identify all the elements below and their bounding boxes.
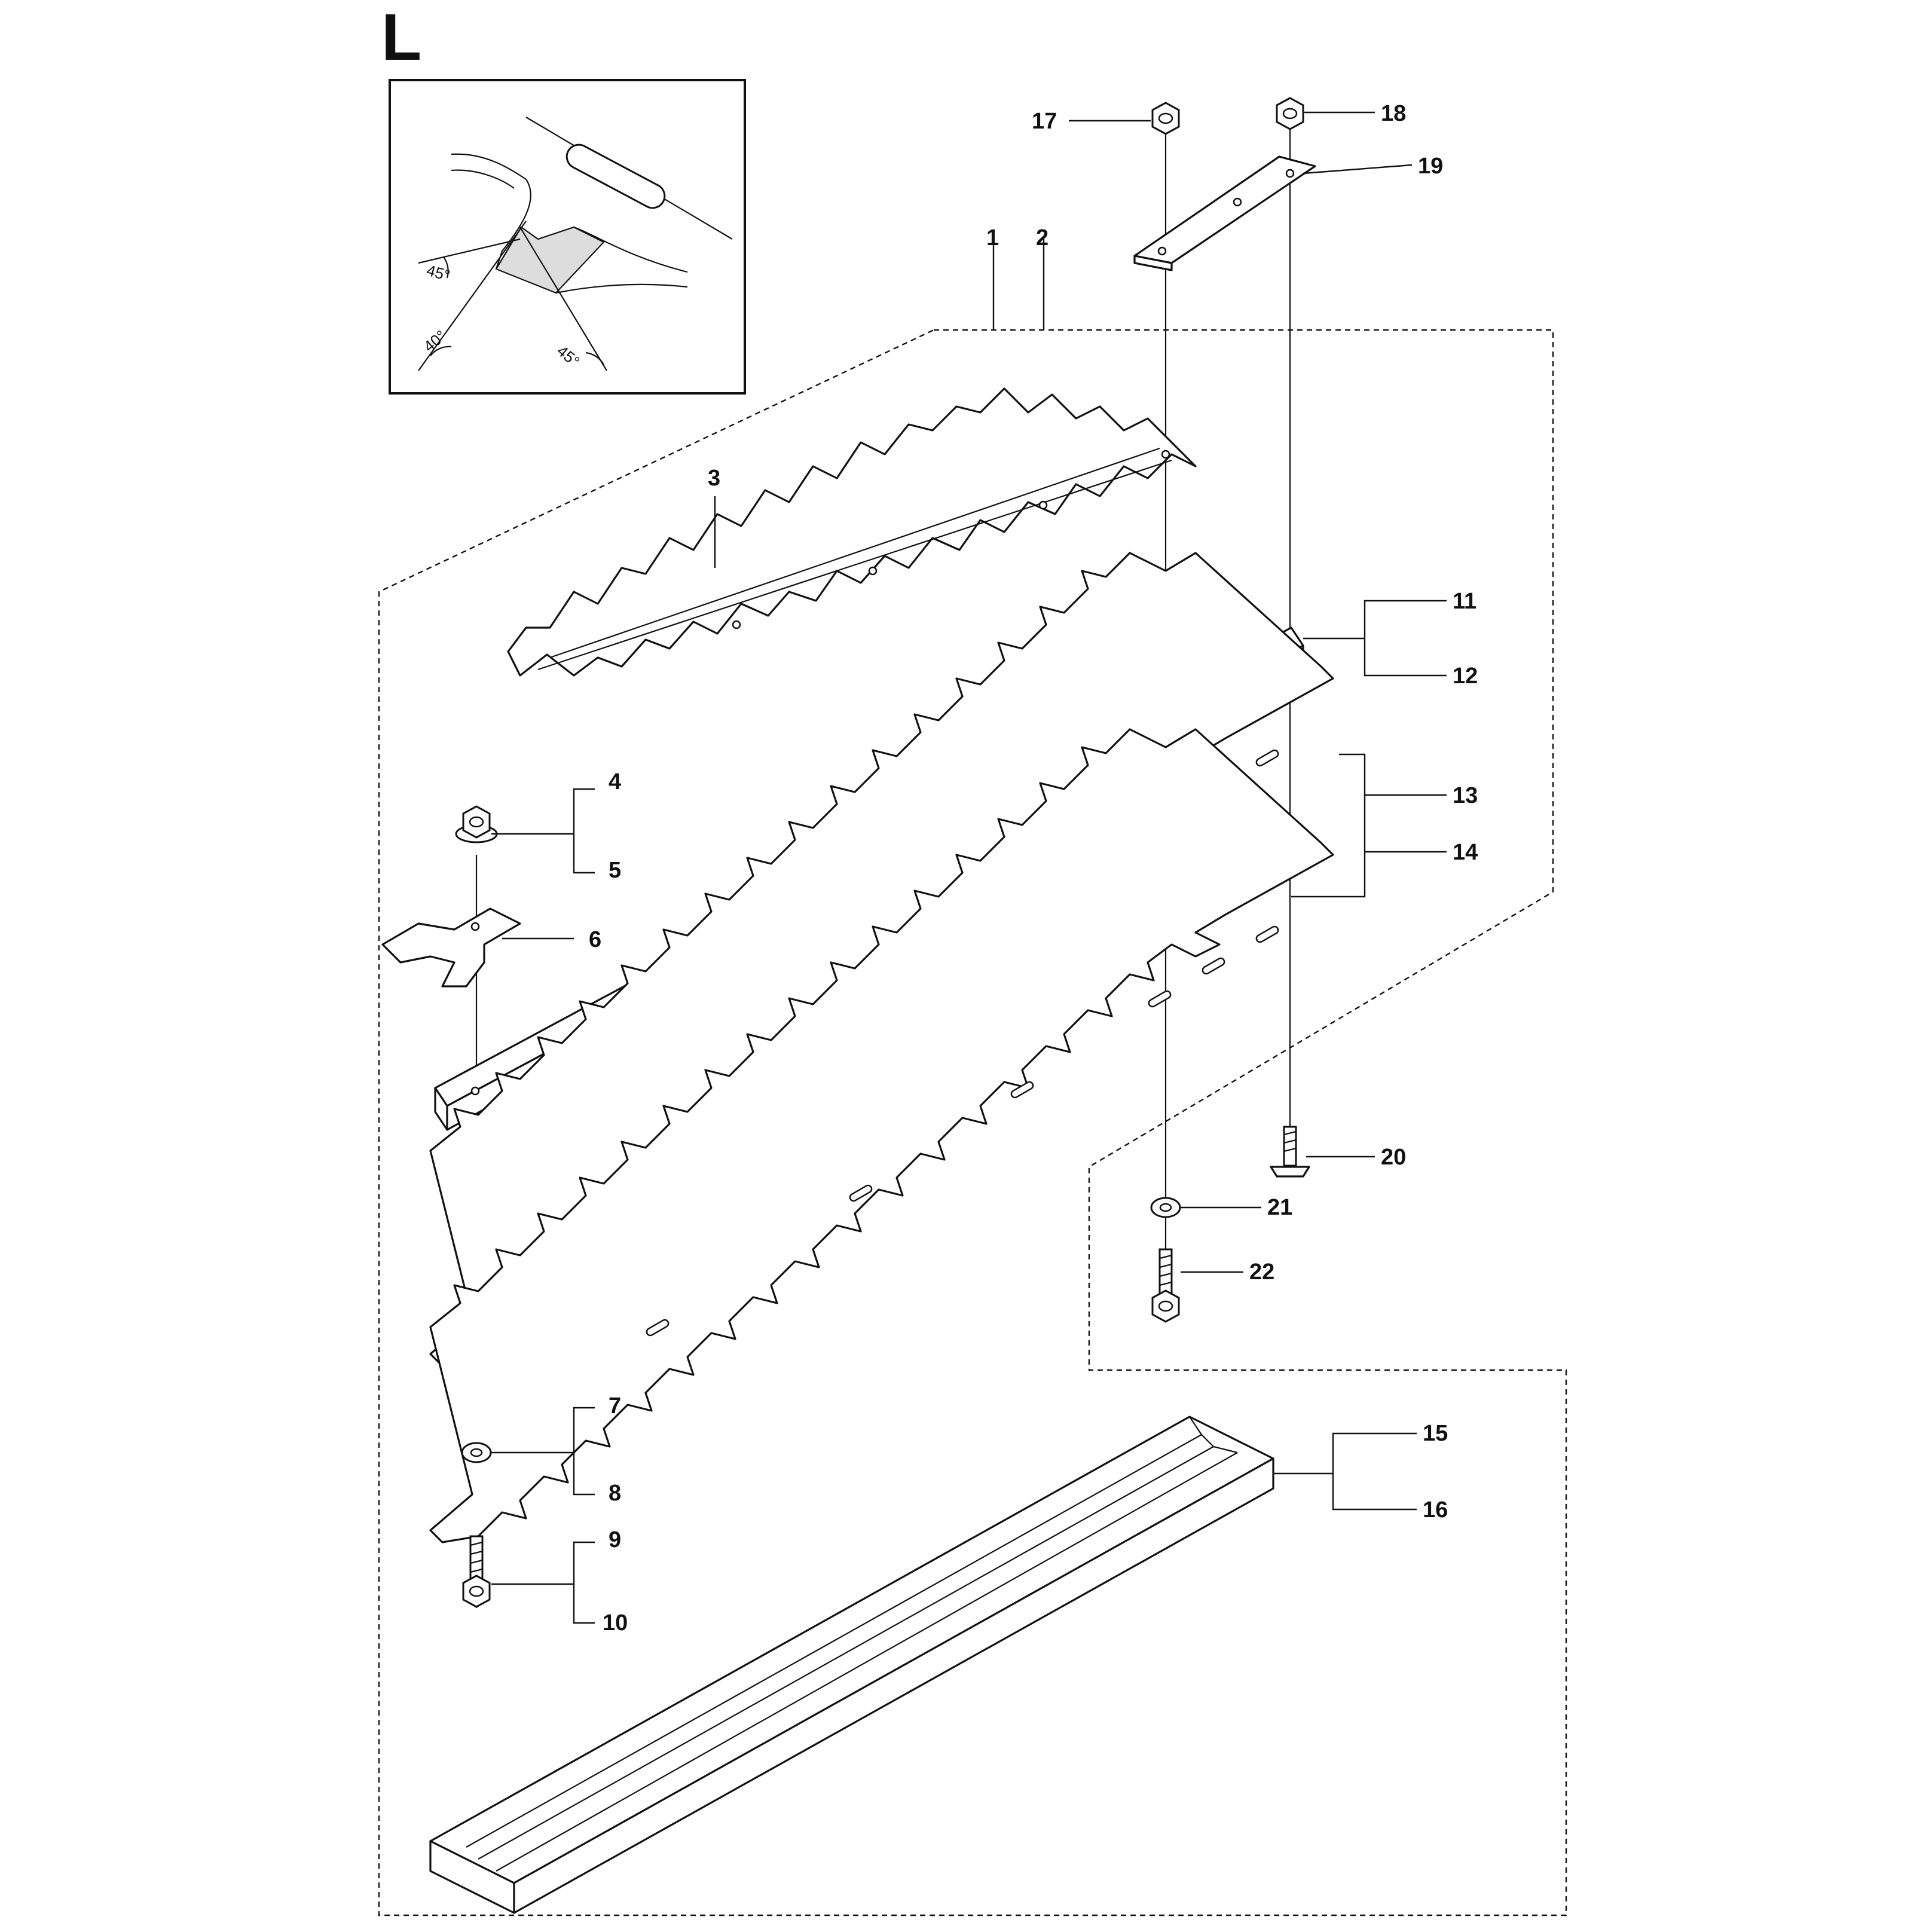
callout-14: 14 <box>1453 840 1478 865</box>
hex-nut-icon <box>1276 97 1304 130</box>
callout-3: 3 <box>708 466 720 491</box>
callout-5: 5 <box>609 858 621 883</box>
callout-4: 4 <box>609 769 621 794</box>
guard-plate <box>507 387 1197 677</box>
assembly-boundary <box>378 329 1567 1916</box>
callout-9: 9 <box>609 1527 621 1552</box>
washer-icon <box>1150 1197 1181 1218</box>
section-letter: L <box>381 1 421 74</box>
callout-22: 22 <box>1249 1260 1274 1285</box>
callout-16: 16 <box>1423 1497 1448 1523</box>
callout-15: 15 <box>1423 1421 1448 1446</box>
detail-inset: 45° 40° 45° <box>389 79 746 395</box>
hex-bolt-icon <box>1151 1248 1180 1323</box>
countersunk-screw-icon <box>1270 1126 1310 1178</box>
callout-12: 12 <box>1453 664 1478 689</box>
callout-7: 7 <box>609 1393 621 1419</box>
callout-13: 13 <box>1453 783 1478 808</box>
callout-6: 6 <box>589 927 601 952</box>
link-plate <box>1133 155 1316 271</box>
lower-blade <box>429 728 1334 1543</box>
flange-nut-icon <box>455 805 498 843</box>
hex-nut-icon <box>1151 102 1180 135</box>
callout-20: 20 <box>1381 1145 1406 1170</box>
callout-18: 18 <box>1381 101 1406 126</box>
callout-11: 11 <box>1453 589 1476 614</box>
callout-8: 8 <box>609 1481 621 1506</box>
guide-rail <box>429 1416 1274 1914</box>
callout-17: 17 <box>1032 109 1057 134</box>
callout-19: 19 <box>1418 154 1443 179</box>
hex-bolt-icon <box>462 1535 491 1608</box>
callout-2: 2 <box>1036 225 1048 250</box>
callout-10: 10 <box>603 1610 628 1636</box>
bracket <box>381 907 521 988</box>
washer-icon <box>461 1442 492 1463</box>
callout-21: 21 <box>1267 1195 1292 1220</box>
callout-1: 1 <box>986 225 999 250</box>
